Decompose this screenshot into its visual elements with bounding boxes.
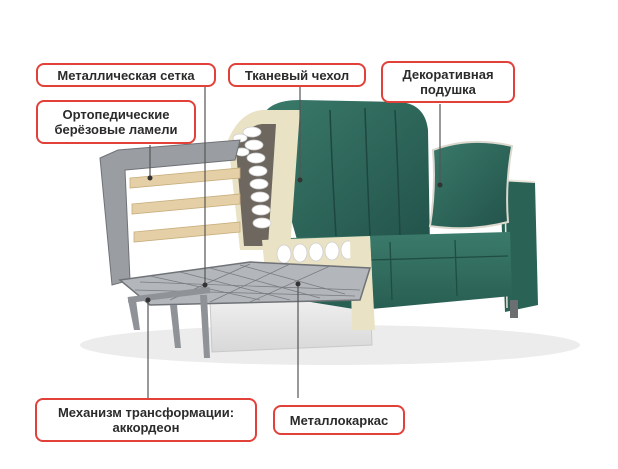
label-orthopedic-lamellas-line2: берёзовые ламели xyxy=(54,122,178,137)
accordion-frame xyxy=(99,139,372,358)
label-metal-mesh-text: Металлическая сетка xyxy=(57,67,195,83)
label-transformation-mechanism: Механизм трансформации: аккордеон xyxy=(35,398,257,442)
label-metal-frame-text: Металлокаркас xyxy=(289,412,389,428)
sofa-backrest xyxy=(262,100,430,250)
label-decorative-pillow-line2: подушка xyxy=(420,82,476,97)
leader-lines xyxy=(145,86,443,398)
label-orthopedic-lamellas: Ортопедические берёзовые ламели xyxy=(36,100,196,144)
label-transformation-mechanism-line1: Механизм трансформации: xyxy=(57,405,235,420)
label-fabric-cover-text: Тканевый чехол xyxy=(244,67,350,83)
label-fabric-cover: Тканевый чехол xyxy=(228,63,366,87)
label-decorative-pillow-line1: Декоративная xyxy=(402,67,494,82)
pocket-springs-back xyxy=(232,126,272,229)
label-transformation-mechanism-line2: аккордеон xyxy=(112,420,180,435)
decorative-pillow xyxy=(428,140,514,230)
label-orthopedic-lamellas-line1: Ортопедические xyxy=(62,107,170,122)
label-decorative-pillow: Декоративная подушка xyxy=(381,61,515,103)
label-metal-frame: Металлокаркас xyxy=(273,405,405,435)
label-metal-mesh: Металлическая сетка xyxy=(36,63,216,87)
